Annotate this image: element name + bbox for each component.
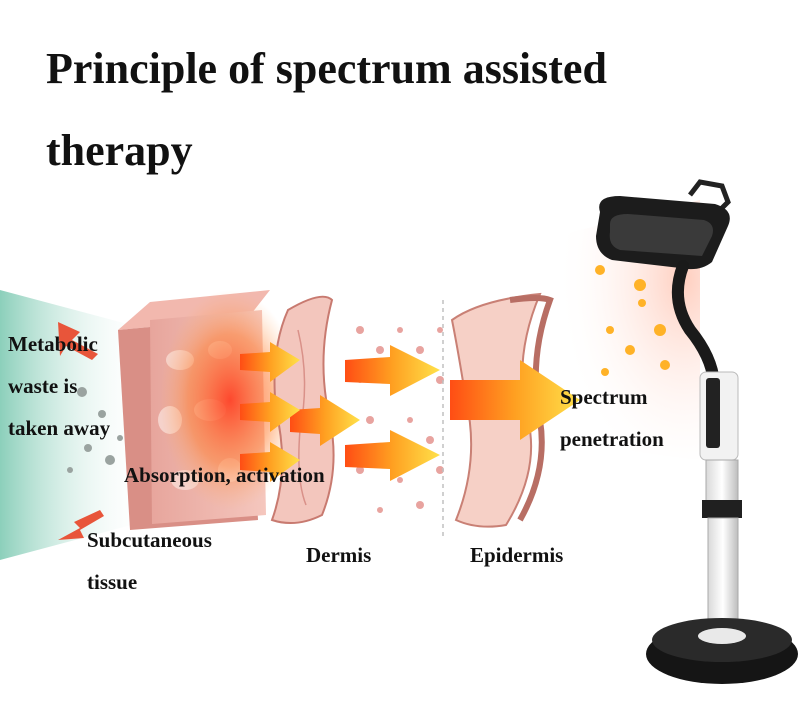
waste-outflow [0,290,150,560]
metabolic-waste-label-line: taken away [8,416,111,440]
spectrum-penetration-label-line: penetration [560,427,664,451]
subcutaneous-tissue-label: Subcutaneous tissue [87,519,212,603]
page-title: Principle of spectrum assisted therapy [46,44,607,175]
spectrum-penetration-label: Spectrum penetration [560,376,664,460]
dermis-label: Dermis [306,543,372,567]
therapy-lamp-device [596,179,798,684]
metabolic-waste-label: Metabolic waste is taken away [8,323,110,449]
spectrum-arrow-main [450,360,580,440]
dermis-arrow-1 [345,345,440,396]
subcutaneous-arrow-1 [240,342,300,382]
dermis-arrow-3 [290,395,360,446]
epidermis-label: Epidermis [470,543,564,567]
energy-arrows [240,342,580,482]
cell-field [356,326,444,513]
spectrum-penetration-label-line: Spectrum [560,385,648,409]
metabolic-waste-label-line: waste is [8,374,78,398]
dermis-arrow-2 [345,430,440,481]
subcutaneous-tissue-label-line: Subcutaneous [87,528,212,552]
metabolic-waste-label-line: Metabolic [8,332,98,356]
subcutaneous-arrow-3 [240,442,300,482]
subcutaneous-arrow-2 [240,392,300,432]
subcutaneous-tissue-label-line: tissue [87,570,138,594]
absorption-activation-label: Absorption, activation [124,463,325,487]
